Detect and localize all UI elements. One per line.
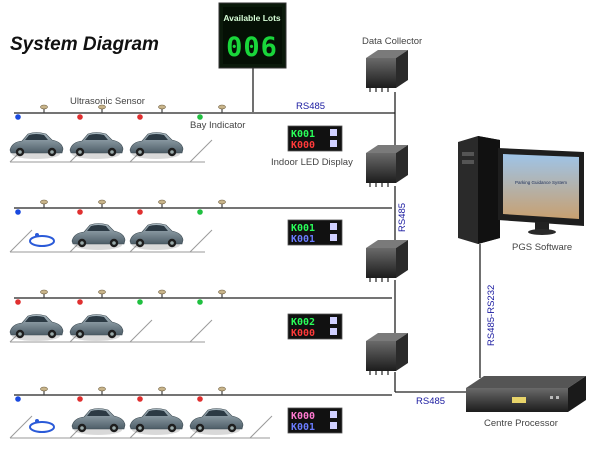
- wheelchair-icon: [29, 233, 55, 247]
- bay-indicator-icon: [77, 299, 83, 305]
- monitor-screen-text: Parking Guidance System: [515, 180, 567, 185]
- row1-devices: [15, 104, 227, 120]
- bay-indicator-icon: [137, 396, 143, 402]
- bay-indicator-icon: [15, 209, 21, 215]
- rs485-top-label: RS485: [296, 101, 325, 112]
- led-line-2: K000: [291, 140, 315, 151]
- led-line-2: K001: [291, 422, 315, 433]
- led-display: K002 K000: [287, 313, 343, 340]
- cars-row1: [9, 132, 184, 160]
- cars-row2: [29, 223, 184, 251]
- led-line-2: K001: [291, 234, 315, 245]
- ultrasonic-sensor-icon: [157, 289, 167, 299]
- led-line-1: K001: [291, 223, 315, 234]
- car-icon: [129, 223, 184, 251]
- row3-devices: [15, 289, 227, 305]
- led-line-1: K002: [291, 317, 315, 328]
- ultrasonic-sensor-icon: [39, 289, 49, 299]
- car-icon: [189, 408, 244, 436]
- bay-indicator-label: Bay Indicator: [190, 120, 245, 131]
- bay-indicator-icon: [15, 114, 21, 120]
- car-icon: [9, 314, 64, 342]
- led-line-1: K001: [291, 129, 315, 140]
- centre-processor-label: Centre Processor: [484, 418, 558, 429]
- car-icon: [129, 408, 184, 436]
- computer-icon: Parking Guidance System: [458, 136, 584, 244]
- bay-indicator-icon: [137, 114, 143, 120]
- ultrasonic-sensor-icon: [217, 104, 227, 114]
- pgs-software-label: PGS Software: [512, 242, 572, 253]
- diagram-title: System Diagram: [10, 34, 159, 55]
- data-collector-icon: [365, 239, 409, 283]
- data-collector-icon: [365, 144, 409, 188]
- row2-devices: [15, 199, 227, 215]
- ultrasonic-sensor-icon: [39, 104, 49, 114]
- ultrasonic-sensor-label: Ultrasonic Sensor: [70, 96, 145, 107]
- led-display: K001 K000: [287, 125, 343, 152]
- row4-devices: [15, 386, 227, 402]
- led-line-2: K000: [291, 328, 315, 339]
- ultrasonic-sensor-icon: [97, 199, 107, 209]
- bay-indicator-icon: [77, 209, 83, 215]
- ultrasonic-sensor-icon: [39, 386, 49, 396]
- ultrasonic-sensor-icon: [97, 289, 107, 299]
- bay-indicator-icon: [15, 396, 21, 402]
- car-icon: [69, 132, 124, 160]
- led-display: K001 K001: [287, 219, 343, 246]
- ultrasonic-sensor-icon: [217, 289, 227, 299]
- ultrasonic-sensor-icon: [217, 199, 227, 209]
- data-collector-icon: [365, 49, 409, 93]
- bay-indicator-icon: [197, 299, 203, 305]
- bay-indicator-icon: [77, 114, 83, 120]
- wheelchair-icon: [29, 419, 55, 433]
- cars-row3: [9, 314, 124, 342]
- parking-bay-lines: [9, 139, 273, 439]
- bay-indicator-icon: [137, 299, 143, 305]
- ultrasonic-sensor-icon: [39, 199, 49, 209]
- sensor-wires: [14, 112, 395, 396]
- ultrasonic-sensor-icon: [157, 199, 167, 209]
- car-icon: [71, 223, 126, 251]
- indoor-led-display-label: Indoor LED Display: [271, 157, 353, 168]
- cars-row4: [29, 408, 244, 436]
- car-icon: [71, 408, 126, 436]
- data-collector-label: Data Collector: [362, 36, 422, 47]
- available-lots-title: Available Lots: [223, 13, 281, 23]
- car-icon: [69, 314, 124, 342]
- data-collector-icon: [365, 332, 409, 376]
- ultrasonic-sensor-icon: [97, 104, 107, 114]
- rs485-bottom-label: RS485: [416, 396, 445, 407]
- car-icon: [9, 132, 64, 160]
- available-lots-sign: Available Lots 006: [218, 2, 287, 112]
- car-icon: [129, 132, 184, 160]
- led-display: K000 K001: [287, 407, 343, 434]
- ultrasonic-sensor-icon: [97, 386, 107, 396]
- led-line-1: K000: [291, 411, 315, 422]
- available-lots-count: 006: [226, 32, 278, 63]
- centre-processor-icon: [466, 376, 586, 412]
- rs485-backbone: [394, 92, 470, 393]
- ultrasonic-sensor-icon: [157, 104, 167, 114]
- ultrasonic-sensor-icon: [217, 386, 227, 396]
- bay-indicator-icon: [197, 114, 203, 120]
- rs485-rs232-label: RS485-RS232: [486, 285, 497, 346]
- bay-indicator-icon: [137, 209, 143, 215]
- ultrasonic-sensor-icon: [157, 386, 167, 396]
- rs485-vertical-label: RS485: [397, 203, 408, 232]
- bay-indicator-icon: [197, 396, 203, 402]
- bay-indicator-icon: [77, 396, 83, 402]
- bay-indicator-icon: [197, 209, 203, 215]
- bay-indicator-icon: [15, 299, 21, 305]
